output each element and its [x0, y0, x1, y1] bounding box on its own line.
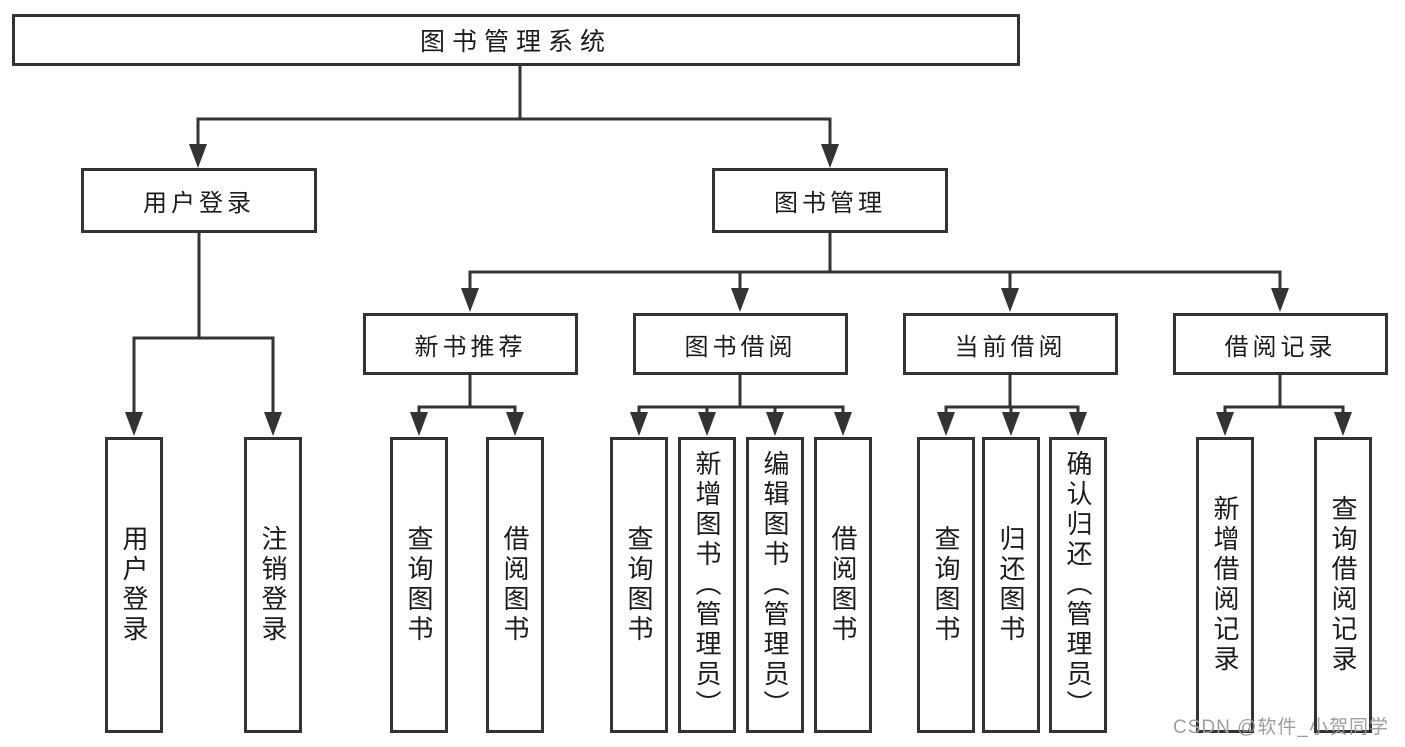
arrow-down-icon [264, 412, 282, 436]
leaf-edit-book-admin: 编辑图书（管理员） [746, 437, 804, 733]
arrow-down-icon [821, 144, 839, 168]
arrow-down-icon [937, 412, 955, 436]
node-user-login-label: 用户登录 [143, 190, 255, 217]
node-book-borrow-label: 图书借阅 [684, 333, 797, 361]
arrow-down-icon [698, 412, 716, 436]
leaf-confirm-return-admin-label: 确认归还（管理员） [1063, 450, 1093, 720]
arrow-down-icon [1334, 412, 1352, 436]
leaf-confirm-return-admin: 确认归还（管理员） [1049, 437, 1107, 733]
node-borrow-record-label: 借阅记录 [1224, 333, 1337, 361]
arrow-down-icon [410, 412, 428, 436]
leaf-query-book-3: 查询图书 [917, 437, 975, 733]
leaf-query-book-2-label: 查询图书 [624, 525, 654, 645]
leaf-add-book-admin-label: 新增图书（管理员） [692, 450, 722, 720]
arrow-down-icon [1069, 412, 1087, 436]
leaf-user-login: 用户登录 [105, 437, 163, 733]
leaf-borrow-book-1-label: 借阅图书 [500, 525, 530, 645]
node-book-borrow: 图书借阅 [633, 313, 848, 375]
leaf-add-borrow-record-label: 新增借阅记录 [1210, 495, 1240, 675]
leaf-borrow-book-2-label: 借阅图书 [828, 525, 858, 645]
arrow-down-icon [1001, 288, 1019, 312]
node-root: 图书管理系统 [12, 14, 1020, 66]
leaf-add-book-admin: 新增图书（管理员） [678, 437, 736, 733]
leaf-edit-book-admin-label: 编辑图书（管理员） [760, 450, 790, 720]
node-book-management-label: 图书管理 [774, 190, 886, 217]
edge-book-management-to-level3 [461, 231, 1289, 312]
edge-current-borrow-to-leaves [937, 373, 1087, 436]
leaf-logout-label: 注销登录 [258, 525, 288, 645]
node-book-management: 图书管理 [712, 168, 948, 233]
edge-borrow-record-to-leaves [1216, 373, 1352, 436]
leaf-query-book-1-label: 查询图书 [404, 525, 434, 645]
leaf-borrow-book-1: 借阅图书 [486, 437, 544, 733]
leaf-return-book-label: 归还图书 [996, 525, 1026, 645]
node-root-label: 图书管理系统 [419, 28, 612, 56]
edge-user-login-to-leaves [125, 231, 282, 436]
leaf-return-book: 归还图书 [982, 437, 1040, 733]
leaf-query-book-3-label: 查询图书 [931, 525, 961, 645]
arrow-down-icon [461, 288, 479, 312]
leaf-add-borrow-record: 新增借阅记录 [1196, 437, 1254, 733]
node-current-borrow: 当前借阅 [903, 313, 1118, 375]
node-new-book-recommend-label: 新书推荐 [414, 333, 527, 361]
arrow-down-icon [1002, 412, 1020, 436]
node-current-borrow-label: 当前借阅 [954, 333, 1067, 361]
edge-new-book-recommend-to-leaves [410, 373, 524, 436]
edge-book-borrow-to-leaves [630, 373, 852, 436]
node-user-login: 用户登录 [81, 168, 317, 233]
watermark: CSDN @软件_小贺同学 [1173, 717, 1389, 738]
leaf-query-borrow-record: 查询借阅记录 [1314, 437, 1372, 733]
arrow-down-icon [125, 412, 143, 436]
arrow-down-icon [834, 412, 852, 436]
leaf-borrow-book-2: 借阅图书 [814, 437, 872, 733]
edge-root-to-level2 [189, 63, 839, 168]
leaf-query-book-1: 查询图书 [390, 437, 448, 733]
arrow-down-icon [189, 144, 207, 168]
node-borrow-record: 借阅记录 [1173, 313, 1388, 375]
leaf-logout: 注销登录 [244, 437, 302, 733]
leaf-user-login-label: 用户登录 [119, 525, 149, 645]
leaf-query-book-2: 查询图书 [610, 437, 668, 733]
arrow-down-icon [731, 288, 749, 312]
arrow-down-icon [1271, 288, 1289, 312]
node-new-book-recommend: 新书推荐 [363, 313, 578, 375]
leaf-query-borrow-record-label: 查询借阅记录 [1328, 495, 1358, 675]
arrow-down-icon [1216, 412, 1234, 436]
arrow-down-icon [766, 412, 784, 436]
arrow-down-icon [630, 412, 648, 436]
arrow-down-icon [506, 412, 524, 436]
